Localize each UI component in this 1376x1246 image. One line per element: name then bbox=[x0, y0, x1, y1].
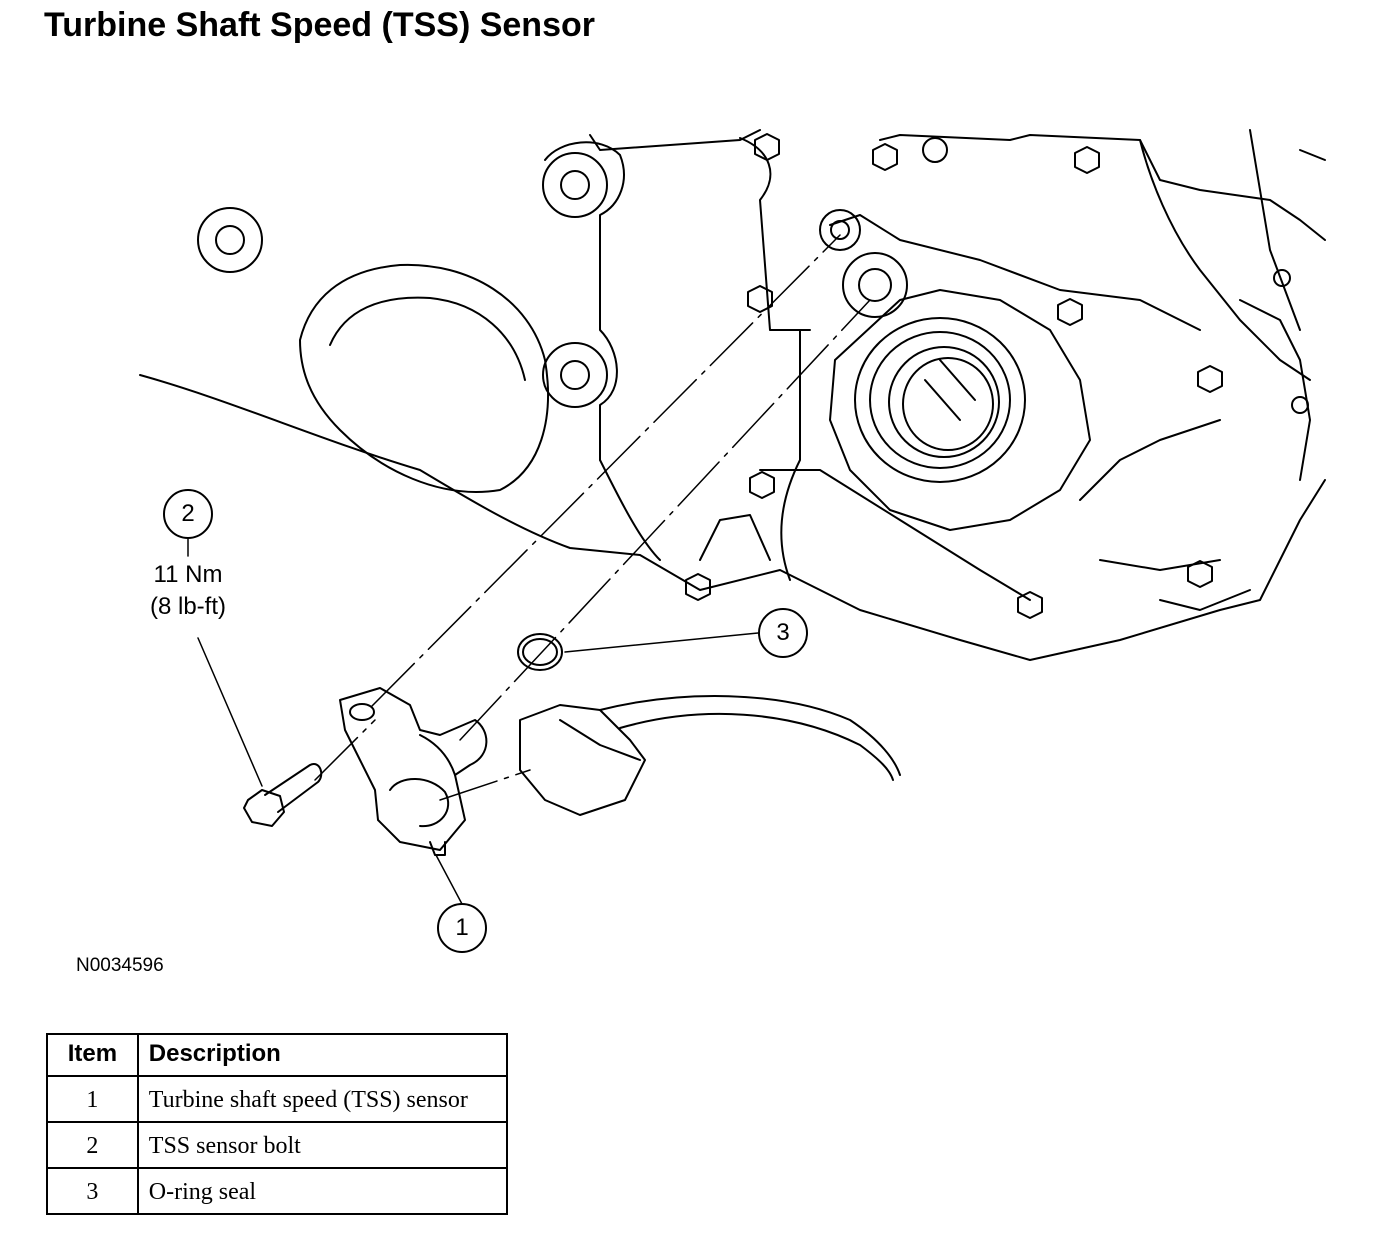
page-title: Turbine Shaft Speed (TSS) Sensor bbox=[44, 6, 595, 44]
table-row: 3 O-ring seal bbox=[46, 1167, 509, 1215]
legend-item-description: O-ring seal bbox=[136, 1167, 509, 1215]
figure-id: N0034596 bbox=[76, 955, 164, 976]
callout-leaders bbox=[187, 537, 759, 905]
tss-sensor-bolt bbox=[243, 763, 323, 827]
exploded-view-centerlines bbox=[314, 234, 871, 801]
legend-item-description: Turbine shaft speed (TSS) sensor bbox=[136, 1075, 509, 1123]
case-bolts bbox=[197, 133, 1309, 619]
callout-number-3: 3 bbox=[776, 619, 790, 646]
legend-header-row: Item Description bbox=[46, 1033, 509, 1077]
torque-spec-nm: 11 Nm bbox=[153, 561, 223, 588]
callout-number-2: 2 bbox=[181, 500, 195, 527]
torque-spec-lbft: (8 lb-ft) bbox=[149, 593, 226, 620]
parts-legend-table: Item Description 1 Turbine shaft speed (… bbox=[46, 1033, 509, 1215]
legend-item-number: 2 bbox=[46, 1121, 139, 1169]
callout-circle-2 bbox=[163, 489, 213, 539]
o-ring-seal bbox=[517, 633, 563, 671]
transmission-case bbox=[139, 129, 1326, 661]
exploded-view-drawing bbox=[139, 129, 1326, 953]
callout-circle-3 bbox=[758, 608, 808, 658]
table-row: 2 TSS sensor bolt bbox=[46, 1121, 509, 1169]
legend-item-number: 3 bbox=[46, 1167, 139, 1215]
legend-header-description: Description bbox=[136, 1033, 509, 1077]
legend-item-number: 1 bbox=[46, 1075, 139, 1123]
legend-header-item: Item bbox=[46, 1033, 139, 1077]
callout-number-1: 1 bbox=[455, 914, 469, 941]
tss-sensor bbox=[339, 687, 488, 856]
callout-circle-1 bbox=[437, 903, 487, 953]
legend-item-description: TSS sensor bolt bbox=[136, 1121, 509, 1169]
table-row: 1 Turbine shaft speed (TSS) sensor bbox=[46, 1075, 509, 1123]
output-seal-bore bbox=[854, 317, 1026, 483]
sensor-connector bbox=[519, 695, 901, 816]
